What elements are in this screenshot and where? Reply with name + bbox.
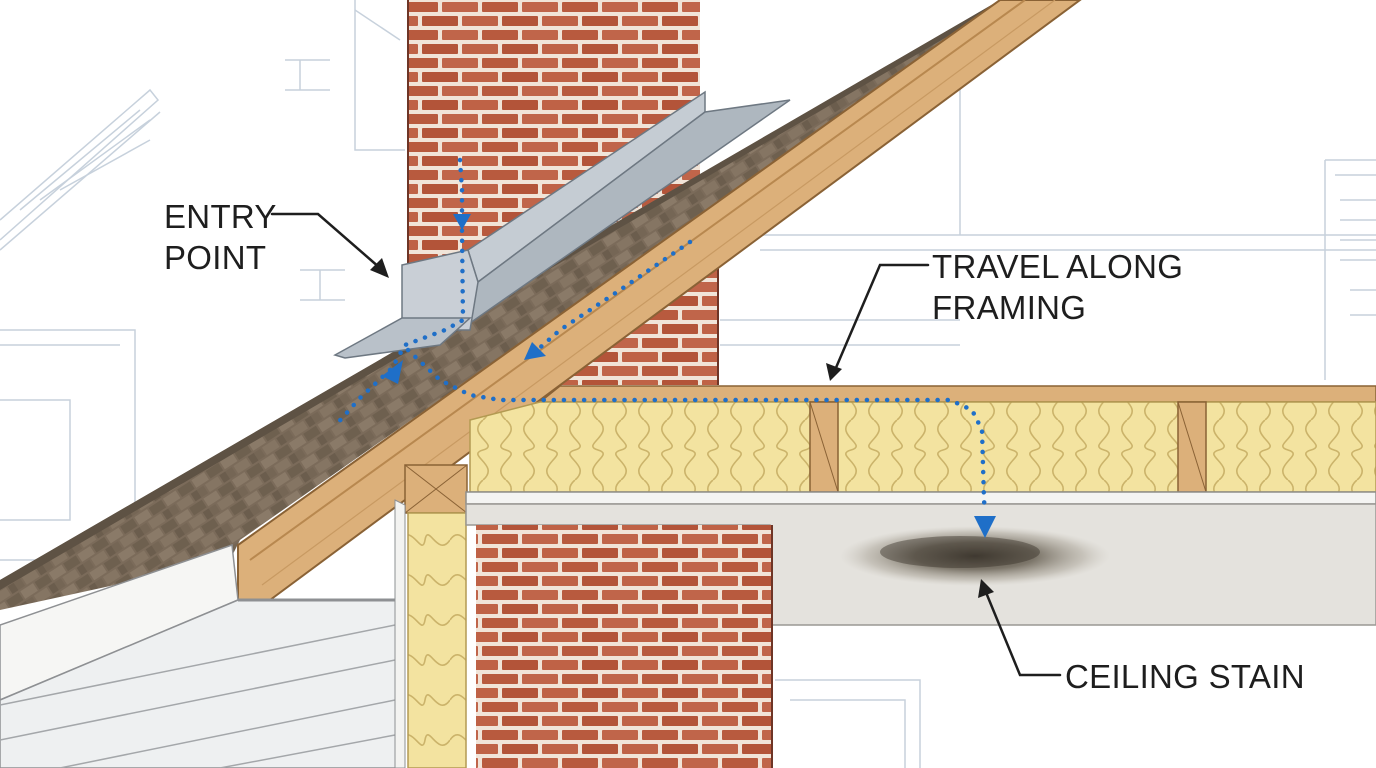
travel-label-line2: FRAMING — [932, 289, 1087, 326]
arrow-down-left-icon — [524, 342, 546, 360]
arrow-down-icon — [974, 516, 996, 538]
entry-point-label: ENTRY POINT — [164, 196, 277, 278]
ceiling-stain — [840, 526, 1110, 586]
entry-point-label-line2: POINT — [164, 239, 267, 276]
arrow-up-left-icon — [382, 360, 403, 384]
attic-insulation — [469, 401, 1376, 493]
ceiling-joist — [537, 385, 1376, 403]
arrowhead-icon — [978, 579, 994, 598]
leak-path-arrows — [382, 214, 996, 538]
leader-arrowheads — [370, 258, 994, 598]
rafter — [237, 0, 1082, 601]
arrow-down-icon — [453, 214, 471, 230]
arrowhead-icon — [370, 258, 389, 278]
chimney-lower — [476, 525, 773, 768]
travel-label-line1: TRAVEL ALONG — [932, 248, 1184, 285]
wall-framing — [404, 464, 468, 768]
travel-along-framing-label: TRAVEL ALONG FRAMING — [932, 246, 1183, 328]
leader-lines — [270, 212, 1062, 677]
eave-and-siding — [0, 499, 406, 768]
flashing — [333, 90, 791, 359]
ceiling-stain-label: CEILING STAIN — [1065, 656, 1305, 697]
arrowhead-icon — [826, 363, 842, 381]
ceiling-stain-label-line1: CEILING STAIN — [1065, 658, 1305, 695]
leak-path — [332, 157, 988, 515]
entry-point-label-line1: ENTRY — [164, 198, 277, 235]
